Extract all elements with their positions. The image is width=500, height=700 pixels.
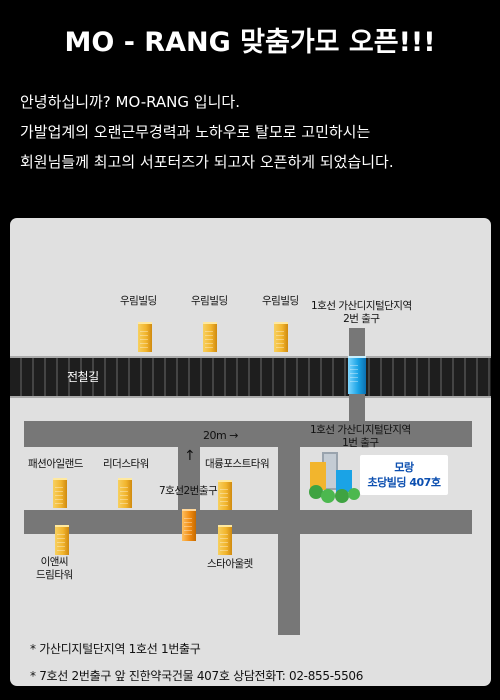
intro-line: 가발업계의 오랜근무경력과 노하우로 탈모로 고민하시는 — [20, 123, 371, 141]
intro-text: 안녕하십니까? MO-RANG 입니다. 가발업계의 오랜근무경력과 노하우로 … — [20, 87, 490, 177]
building-icon — [218, 480, 232, 510]
building-icon — [203, 322, 217, 352]
location-map: 전철길 우림빌딩 우림빌딩 우림빌딩 1호선 가산디지털단지역 2번 출구 20… — [10, 218, 491, 686]
building-icon — [118, 478, 132, 508]
building-icon — [218, 525, 232, 555]
building-label-woorim: 우림빌딩 — [191, 295, 228, 307]
building-icon — [138, 322, 152, 352]
road-lower — [24, 510, 472, 534]
footer-line: * 가산디지털단지역 1호선 1번출구 — [30, 642, 201, 656]
rail-track — [10, 358, 491, 396]
building-label-ien-dream: 이앤씨 드림타워 — [36, 556, 73, 582]
up-arrow: ↑ — [184, 448, 196, 464]
rail-edge-top — [10, 356, 491, 358]
intro-line: 회원님들께 최고의 서포터즈가 되고자 오픈하게 되었습니다. — [20, 153, 394, 171]
building-icon — [274, 322, 288, 352]
station-exit-1-line1: 1호선 가산디지털단지역 — [310, 424, 411, 436]
building-icon — [55, 525, 69, 555]
line7-exit-label: 7호선2번출구 — [159, 485, 218, 497]
road-vertical-right — [278, 447, 300, 635]
destination-name: 모랑 — [394, 461, 414, 474]
line7-exit-icon — [182, 509, 196, 541]
station-exit-1-line2: 1번 출구 — [342, 437, 379, 449]
rail-label: 전철길 — [67, 370, 99, 384]
station-exit-2-line2: 2번 출구 — [343, 313, 380, 325]
destination-address: 초당빌딩 407호 — [367, 476, 441, 489]
building-label-woorim: 우림빌딩 — [120, 295, 157, 307]
station-exit-2-label: 1호선 가산디지털단지역 2번 출구 — [311, 300, 412, 326]
page-title: MO - RANG 맞춤가모 오픈!!! — [64, 27, 436, 58]
building-label-woorim: 우림빌딩 — [262, 295, 299, 307]
road-vertical-left — [178, 447, 200, 527]
building-label-daeryung: 대륭포스트타워 — [205, 458, 270, 470]
station-exit-1-label: 1호선 가산디지털단지역 1번 출구 — [310, 424, 411, 450]
road-upper — [24, 421, 472, 447]
distance-label: 20m → — [203, 429, 238, 442]
destination-box: 모랑 초당빌딩 407호 — [360, 455, 448, 495]
building-label-leader-tower: 리더스타워 — [103, 458, 149, 470]
destination-building-icon — [309, 452, 360, 503]
building-label-fashion-island: 패션아일랜드 — [28, 458, 83, 470]
rail-edge-bottom — [10, 396, 491, 398]
building-label-star-outlet: 스타아울렛 — [207, 558, 253, 570]
station-building-icon — [348, 356, 366, 394]
footer-line: * 7호선 2번출구 앞 진한약국건물 407호 상담전화T: 02-855-5… — [30, 669, 364, 683]
intro-line: 안녕하십니까? MO-RANG 입니다. — [20, 93, 240, 111]
building-icon — [53, 478, 67, 508]
station-exit-2-line1: 1호선 가산디지털단지역 — [311, 300, 412, 312]
building-label-ien-line1: 이앤씨 — [40, 556, 69, 568]
building-label-ien-line2: 드림타워 — [36, 569, 73, 581]
map-footer: * 가산디지털단지역 1호선 1번출구 * 7호선 2번출구 앞 진한약국건물 … — [30, 636, 480, 686]
